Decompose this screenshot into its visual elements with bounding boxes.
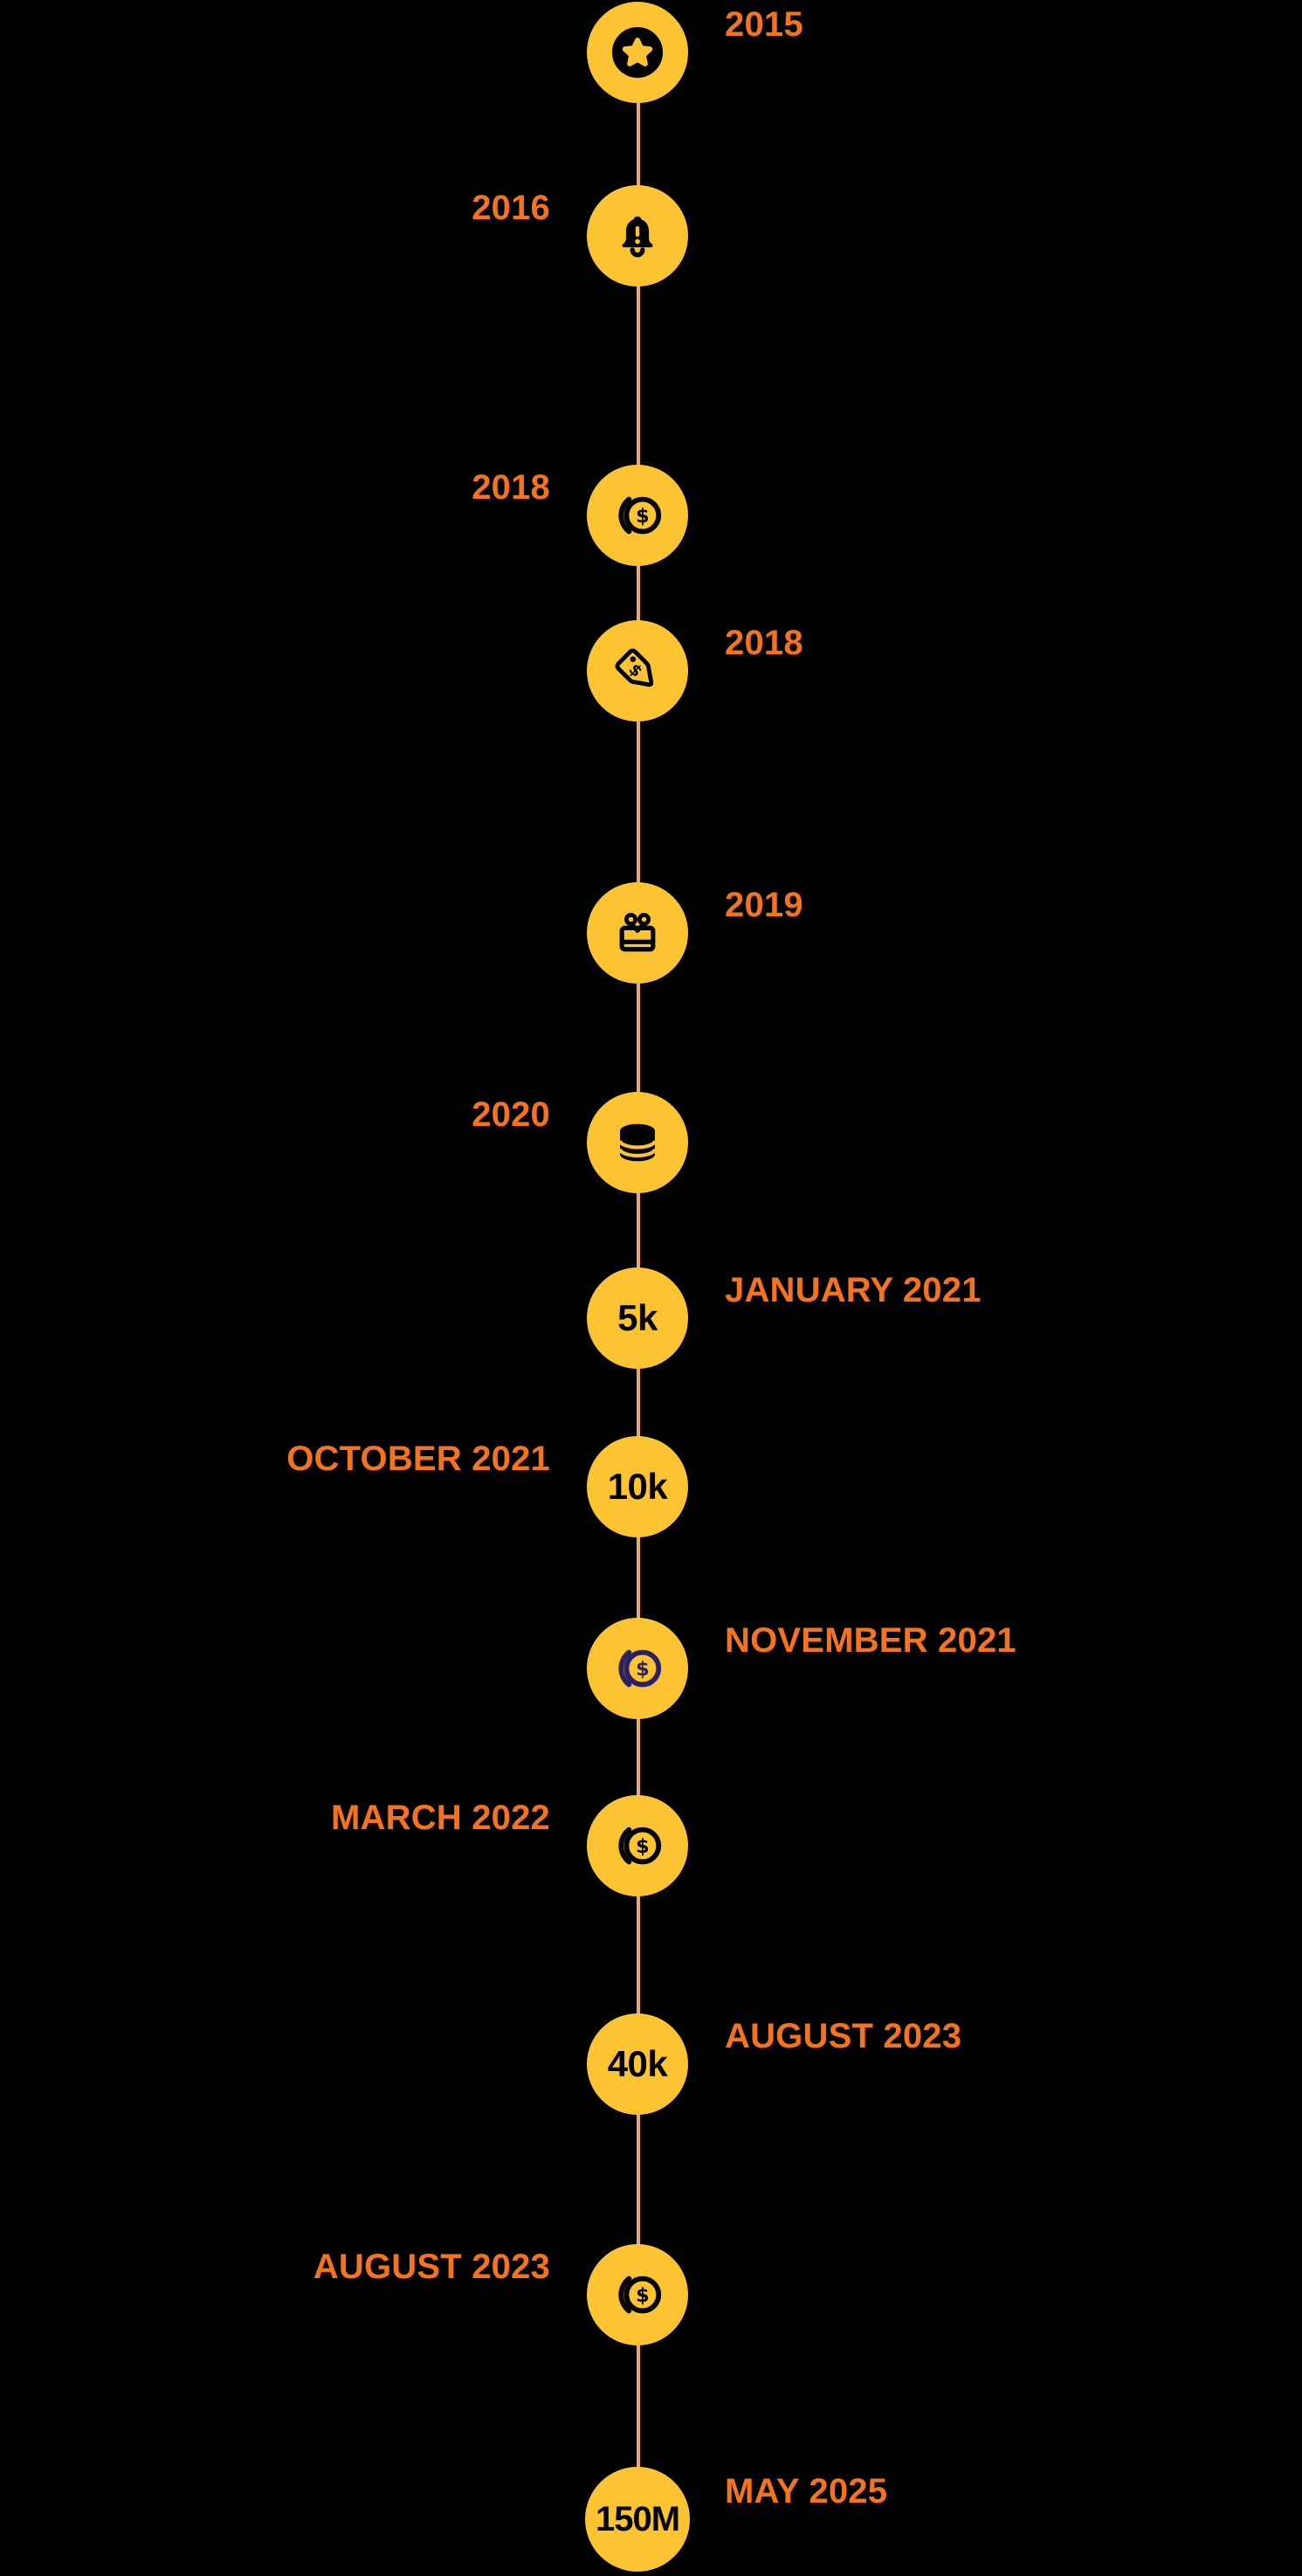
star-circle-icon	[611, 26, 664, 79]
milestone-date-label: 2019	[725, 886, 803, 924]
svg-text:$: $	[636, 2284, 650, 2307]
milestone-value: 5k	[617, 1297, 658, 1338]
coin-dollar-icon: $	[618, 496, 662, 535]
timeline-node	[587, 1092, 688, 1193]
milestone-value: 150M	[595, 2500, 680, 2538]
milestone-date-label: 2015	[725, 5, 803, 44]
svg-text:$: $	[636, 1658, 650, 1681]
svg-text:$: $	[636, 505, 650, 528]
milestone-date-label: 2018	[725, 624, 803, 662]
milestone-date-label: MAY 2025	[725, 2472, 888, 2510]
price-tag-icon: $	[615, 648, 654, 687]
milestone-date-label: NOVEMBER 2021	[725, 1621, 1016, 1660]
alert-bell-icon	[622, 216, 653, 258]
timeline-node: $	[587, 1795, 688, 1896]
timeline-node: $	[587, 2244, 688, 2345]
milestone-date-label: JANUARY 2021	[725, 1271, 982, 1309]
timeline-node: 40k	[587, 2013, 688, 2115]
milestone-date-label: AUGUST 2023	[313, 2248, 550, 2286]
timeline-node: 10k	[587, 1436, 688, 1537]
timeline-node: 5k	[587, 1267, 688, 1369]
milestone-value: 10k	[607, 1466, 668, 1507]
gift-icon	[619, 913, 656, 952]
timeline-node: $	[587, 620, 688, 722]
coin-dollar-icon: $	[618, 2276, 662, 2314]
milestone-date-label: 2020	[472, 1095, 550, 1134]
coin-dollar-icon: $	[618, 1827, 662, 1865]
milestone-date-label: 2016	[472, 189, 550, 227]
timeline-node: $	[587, 1618, 688, 1719]
milestone-date-label: 2018	[472, 468, 550, 507]
timeline-node	[587, 185, 688, 287]
milestone-date-label: AUGUST 2023	[725, 2017, 962, 2055]
milestone-date-label: MARCH 2022	[331, 1799, 550, 1837]
database-icon	[618, 1123, 657, 1162]
svg-text:$: $	[636, 1835, 650, 1858]
milestone-date-label: OCTOBER 2021	[286, 1440, 550, 1478]
timeline-node: $	[587, 465, 688, 566]
timeline-node	[587, 882, 688, 984]
timeline-node: 150M	[585, 2467, 690, 2572]
coin-dollar-icon: $	[618, 1649, 662, 1688]
timeline-node	[587, 2, 688, 103]
milestone-value: 40k	[607, 2043, 668, 2084]
